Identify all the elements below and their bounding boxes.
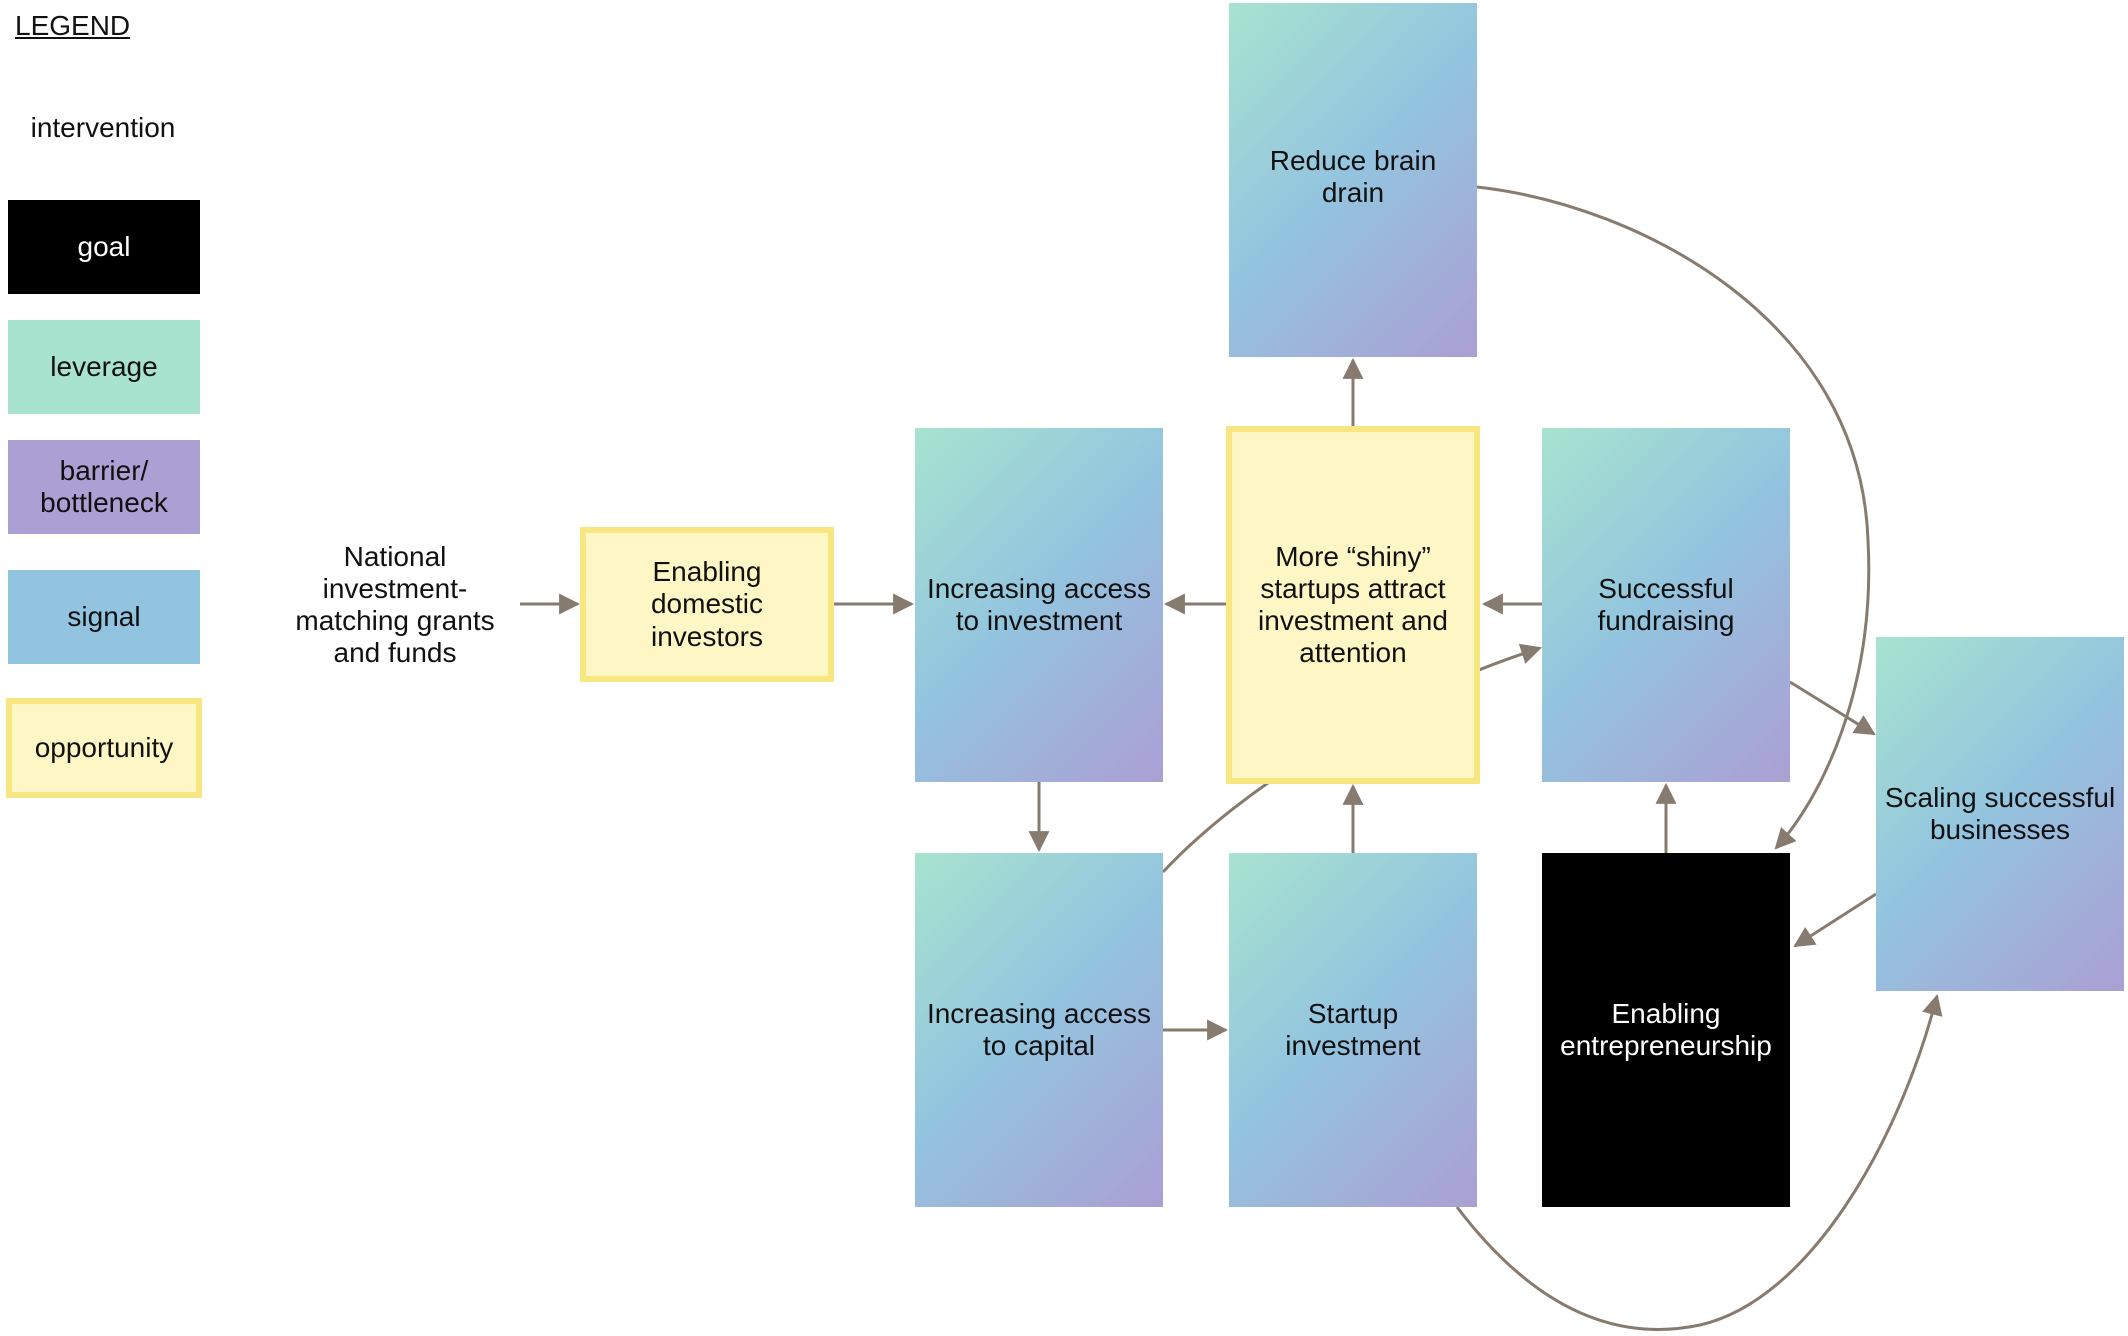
node-scaling: Scaling successful businesses <box>1876 637 2124 991</box>
legend-barrier: barrier/ bottleneck <box>8 440 200 534</box>
legend-signal-label: signal <box>67 600 141 632</box>
node-enabling-entrepreneurship: Enabling entrepreneurship <box>1542 853 1790 1207</box>
edge-scaling-to-enabling-entrepreneurship <box>1793 892 1877 948</box>
node-enabling-entrepreneurship-label: Enabling entrepreneurship <box>1560 997 1772 1061</box>
edge-startup-investment-to-scaling <box>1455 993 1943 1331</box>
legend-goal-label: goal <box>77 230 131 262</box>
legend-goal: goal <box>8 200 200 294</box>
legend-intervention-label: intervention <box>30 111 176 143</box>
node-access-capital: Increasing access to capital <box>915 853 1163 1207</box>
legend-title: LEGEND <box>15 10 131 41</box>
node-successful-fundraising: Successful fundraising <box>1542 428 1790 782</box>
edge-successful-fundraising-to-scaling <box>1789 680 1876 736</box>
legend-barrier-label: barrier/ bottleneck <box>40 454 168 518</box>
node-enabling-domestic-investors: Enabling domestic investors <box>580 527 834 682</box>
node-national-grants: National investment- matching grants and… <box>285 525 505 685</box>
node-startup-investment: Startup investment <box>1229 853 1477 1207</box>
node-shiny-startups-label: More “shiny” startups attract investment… <box>1258 540 1448 669</box>
node-shiny-startups: More “shiny” startups attract investment… <box>1226 426 1480 784</box>
legend-opportunity: opportunity <box>6 698 202 798</box>
node-national-grants-label: National investment- matching grants and… <box>295 540 495 669</box>
node-enabling-domestic-investors-label: Enabling domestic investors <box>650 556 764 652</box>
edge-reduce-brain-drain-to-enabling-entrepreneurship <box>1476 185 1871 850</box>
legend-signal: signal <box>8 570 200 664</box>
node-reduce-brain-drain: Reduce brain drain <box>1229 3 1477 357</box>
node-reduce-brain-drain-label: Reduce brain drain <box>1269 145 1437 209</box>
node-startup-investment-label: Startup investment <box>1285 997 1421 1061</box>
node-access-investment-label: Increasing access to investment <box>926 572 1152 636</box>
legend-opportunity-label: opportunity <box>34 731 174 763</box>
legend-leverage-label: leverage <box>50 350 158 382</box>
node-access-investment: Increasing access to investment <box>915 428 1163 782</box>
node-scaling-label: Scaling successful businesses <box>1884 781 2116 845</box>
node-access-capital-label: Increasing access to capital <box>926 997 1152 1061</box>
node-successful-fundraising-label: Successful fundraising <box>1597 572 1735 636</box>
legend-leverage: leverage <box>8 320 200 414</box>
legend-intervention: intervention <box>8 100 198 156</box>
